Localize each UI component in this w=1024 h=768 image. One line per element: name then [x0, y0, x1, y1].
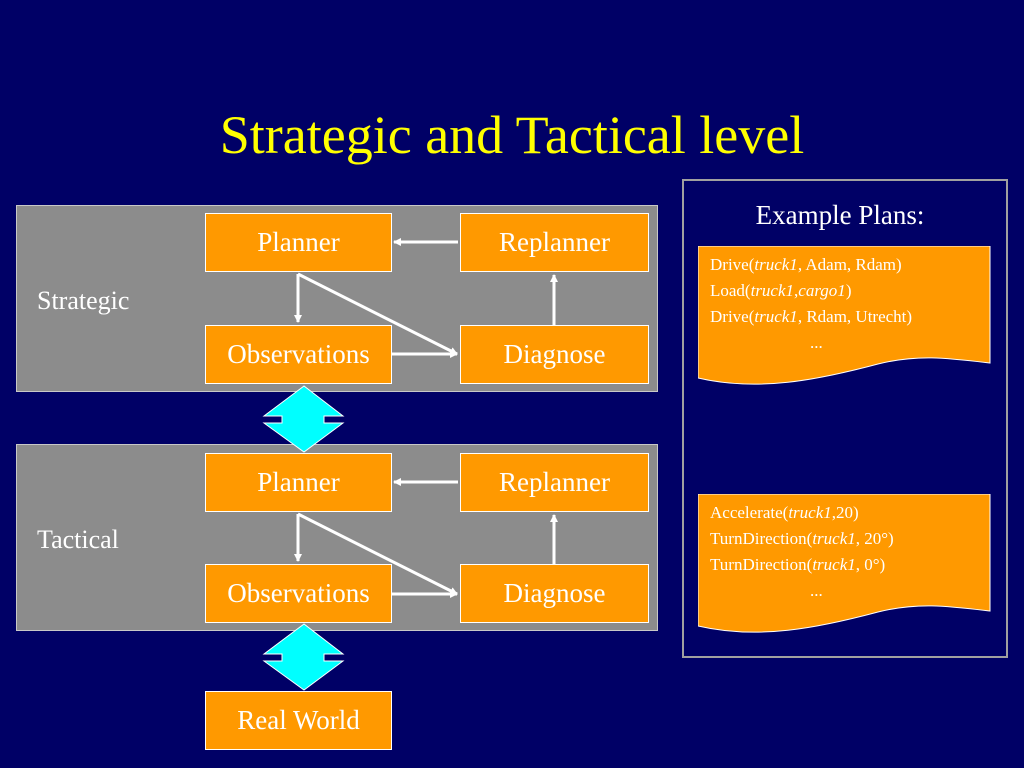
tactical-realworld-link-arrow: [262, 623, 345, 691]
strategic-diagnose-box: Diagnose: [460, 325, 649, 384]
strategic-planner-box: Planner: [205, 213, 392, 272]
tactical-plan-lines: Accelerate(truck1,20) TurnDirection(truck…: [710, 500, 894, 604]
tactical-diagnose-box: Diagnose: [460, 564, 649, 623]
document-shape-icon: [698, 246, 991, 385]
tactical-plan-line: TurnDirection(truck1, 0°): [710, 555, 886, 574]
tactical-plan-line: Accelerate(truck1,20): [710, 503, 859, 522]
tactical-plan-line: ...: [810, 581, 823, 600]
real-world-box: Real World: [205, 691, 392, 750]
example-plans-frame: [682, 179, 1008, 658]
strategic-plan-document: Drive(truck1, Adam, Rdam) Load(truck1,car…: [698, 246, 991, 391]
strategic-label: Strategic: [37, 286, 130, 315]
tactical-planner-box: Planner: [205, 453, 392, 512]
strategic-plan-line: Drive(truck1, Adam, Rdam): [710, 255, 902, 274]
tactical-plan-line: TurnDirection(truck1, 20°): [710, 529, 894, 548]
tactical-label: Tactical: [37, 525, 119, 554]
example-plans-heading: Example Plans:: [755, 200, 925, 230]
tactical-observations-box: Observations: [205, 564, 392, 623]
strategic-plan-line: Load(truck1,cargo1): [710, 281, 852, 300]
strategic-plan-line: Drive(truck1, Rdam, Utrecht): [710, 307, 913, 326]
strategic-tactical-link-arrow: [262, 385, 345, 453]
tactical-plan-document: Accelerate(truck1,20) TurnDirection(truck…: [698, 494, 991, 639]
document-shape-icon: [698, 494, 991, 633]
strategic-plan-line: ...: [810, 333, 823, 352]
tactical-replanner-box: Replanner: [460, 453, 649, 512]
slide-title: Strategic and Tactical level: [219, 105, 805, 165]
strategic-observations-box: Observations: [205, 325, 392, 384]
strategic-replanner-box: Replanner: [460, 213, 649, 272]
strategic-plan-lines: Drive(truck1, Adam, Rdam) Load(truck1,car…: [710, 252, 912, 356]
